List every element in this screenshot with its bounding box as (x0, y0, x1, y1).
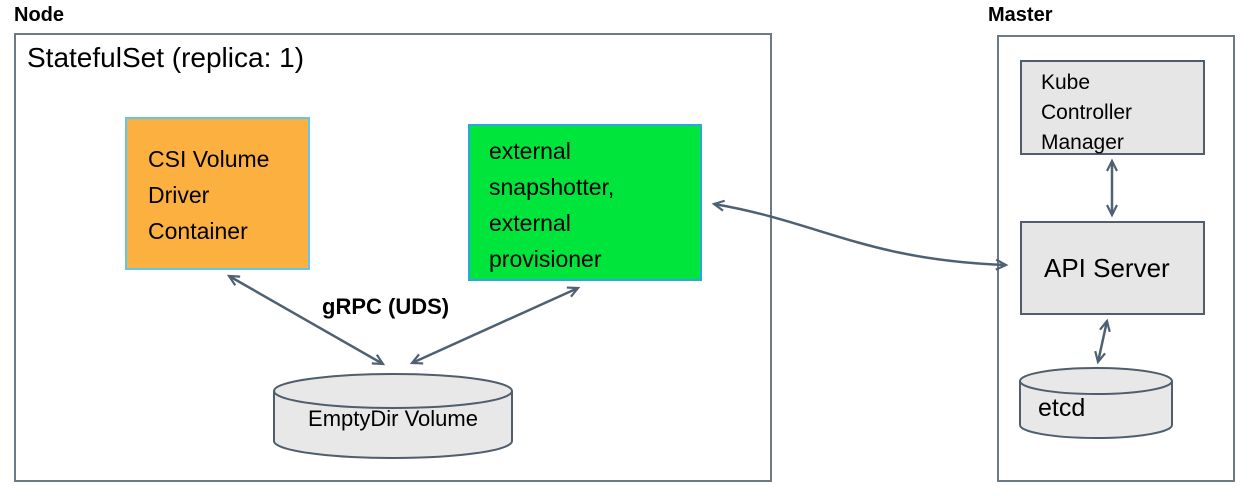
grpc-uds-label: gRPC (UDS) (322, 294, 450, 319)
node-section-label: Node (14, 4, 64, 26)
arrow-external-apiserver (711, 199, 1009, 271)
emptydir-volume-label: EmptyDir Volume (308, 406, 478, 431)
arrow-external-emptydir (409, 286, 581, 365)
etcd-label: etcd (1038, 394, 1086, 422)
arrow-apiserver-etcd (1094, 318, 1111, 365)
api-server-box: API Server (1020, 221, 1205, 315)
external-box-line: external (489, 138, 571, 164)
csi-volume-driver-box: CSI Volume Driver Container (125, 117, 310, 270)
csi-box-line: Container (148, 218, 248, 244)
kcm-box-line: Controller (1041, 101, 1133, 124)
statefulset-title: StatefulSet (replica: 1) (27, 42, 305, 73)
external-sidecar-box: external snapshotter, external provision… (468, 124, 702, 281)
kube-controller-manager-box: Kube Controller Manager (1020, 60, 1205, 155)
csi-box-line: Driver (148, 182, 210, 208)
external-box-line: external (489, 210, 571, 236)
external-box-line: snapshotter, (489, 174, 615, 200)
kcm-box-line: Kube (1041, 71, 1091, 94)
master-section-label: Master (988, 4, 1053, 26)
api-server-label: API Server (1044, 252, 1170, 283)
csi-box-line: CSI Volume (148, 146, 270, 172)
kcm-box-line: Manager (1041, 131, 1124, 154)
emptydir-volume-cylinder (273, 373, 513, 459)
arrow-csi-emptydir (226, 274, 386, 366)
etcd-cylinder (1019, 367, 1173, 439)
external-box-line: provisioner (489, 246, 602, 272)
